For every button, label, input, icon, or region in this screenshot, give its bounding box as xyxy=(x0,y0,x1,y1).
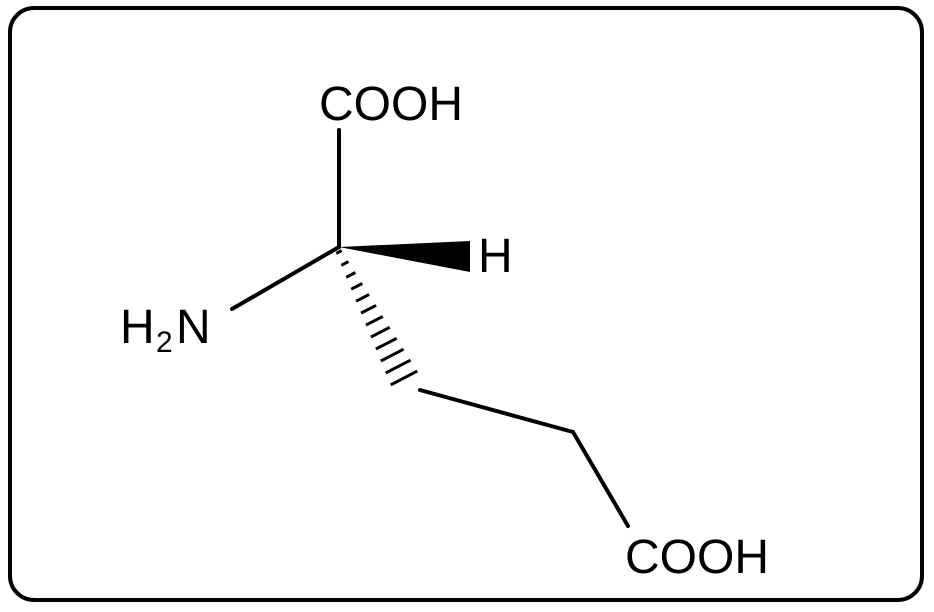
diagram-frame xyxy=(8,6,924,602)
hash-line xyxy=(380,347,405,363)
bond-calpha-nh2 xyxy=(230,245,341,311)
amine-h-label: H xyxy=(120,301,155,354)
cooh-bottom-label: COOH xyxy=(625,531,769,584)
amine-n-label: N xyxy=(176,301,211,354)
hash-line xyxy=(345,271,357,279)
hash-line xyxy=(350,282,363,291)
hash-line xyxy=(360,304,377,315)
bond-ch2-ch2 xyxy=(418,388,575,434)
hashed-bond-ch2 xyxy=(335,249,418,387)
hash-line xyxy=(340,260,350,267)
cooh-top-label: COOH xyxy=(319,78,463,131)
hash-line xyxy=(365,315,384,327)
hash-line xyxy=(385,358,412,375)
hash-line xyxy=(355,293,370,303)
hash-line xyxy=(370,325,391,339)
h-wedge-label: H xyxy=(478,230,513,283)
hash-line xyxy=(335,249,343,255)
hash-line xyxy=(390,369,418,387)
hash-line xyxy=(375,336,398,351)
bond-ch2-cooh-bottom xyxy=(571,430,630,528)
amine-subscript-label: 2 xyxy=(156,326,173,359)
wedge-bond-h xyxy=(339,241,470,272)
